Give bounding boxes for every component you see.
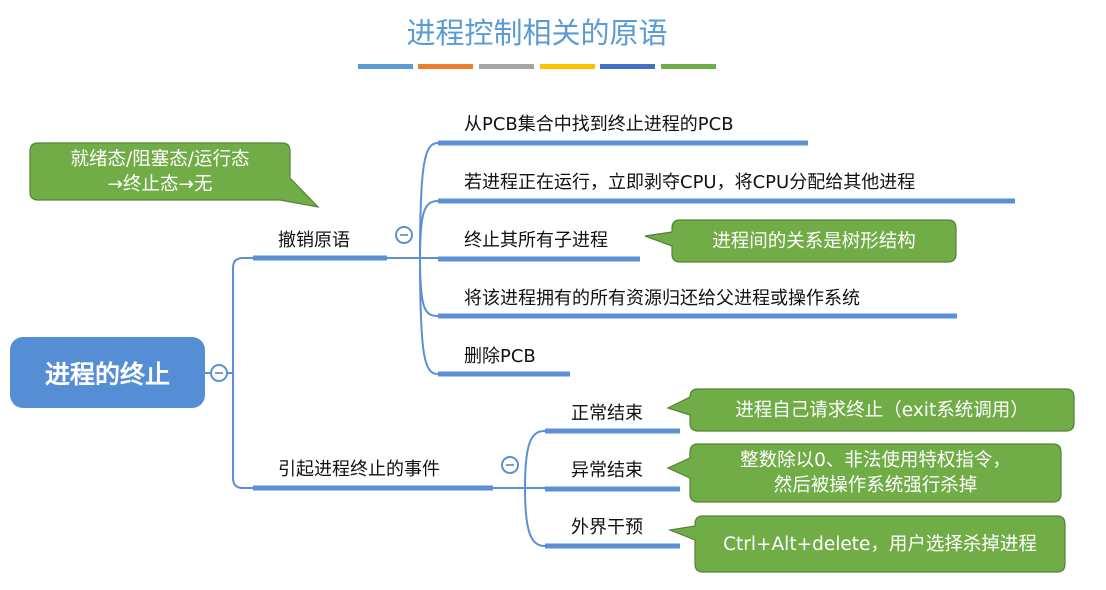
- trunk-top: [232, 257, 253, 373]
- callout-child-tree: 进程间的关系是树形结构: [672, 220, 956, 262]
- callout-state-transition: 就绪态/阻塞态/运行态 →终止态→无: [30, 143, 290, 200]
- callout-abnormal-line1: 整数除以0、非法使用特权指令，: [740, 450, 1011, 471]
- event-normal[interactable]: 正常结束: [571, 403, 643, 424]
- root-label: 进程的终止: [44, 359, 170, 389]
- callout-abnormal-line2: 然后被操作系统强行杀掉: [773, 475, 978, 496]
- revoke-step-4[interactable]: 将该进程拥有的所有资源归还给父进程或操作系统: [464, 288, 860, 309]
- accent-bars: [358, 64, 716, 69]
- accent-bar-green: [661, 64, 716, 69]
- branch-events-label[interactable]: 引起进程终止的事件: [278, 459, 440, 480]
- revoke-step-2[interactable]: 若进程正在运行，立即剥夺CPU，将CPU分配给其他进程: [464, 172, 916, 193]
- callout-external-text: Ctrl+Alt+delete，用户选择杀掉进程: [723, 533, 1037, 555]
- accent-bar-blue: [358, 64, 413, 69]
- collapse-revoke-toggle[interactable]: [395, 226, 413, 244]
- callout-external: Ctrl+Alt+delete，用户选择杀掉进程: [695, 516, 1065, 572]
- event-external[interactable]: 外界干预: [571, 517, 643, 538]
- trunk-bottom: [232, 373, 253, 489]
- accent-bar-gray: [479, 64, 534, 69]
- event-abnormal[interactable]: 异常结束: [571, 460, 643, 481]
- page-title: 进程控制相关的原语: [406, 16, 668, 50]
- callout-normal-text: 进程自己请求终止（exit系统调用）: [735, 399, 1029, 421]
- collapse-events-toggle[interactable]: [501, 456, 519, 474]
- branch-revoke-label[interactable]: 撤销原语: [278, 230, 350, 251]
- callout-normal: 进程自己请求终止（exit系统调用）: [690, 389, 1074, 431]
- callout-abnormal: 整数除以0、非法使用特权指令， 然后被操作系统强行杀掉: [690, 444, 1061, 502]
- underlines: [253, 140, 1015, 549]
- revoke-step-3[interactable]: 终止其所有子进程: [464, 230, 608, 251]
- revoke-step-1[interactable]: 从PCB集合中找到终止进程的PCB: [464, 114, 734, 135]
- collapse-root-toggle[interactable]: [210, 364, 228, 382]
- callout-state-line2: →终止态→无: [107, 173, 213, 195]
- callout-state-line1: 就绪态/阻塞态/运行态: [70, 148, 250, 170]
- accent-bar-darkblue: [600, 64, 655, 69]
- root-node[interactable]: 进程的终止: [10, 337, 205, 408]
- callout-child-text: 进程间的关系是树形结构: [712, 230, 916, 252]
- accent-bar-orange: [418, 64, 473, 69]
- revoke-step-5[interactable]: 删除PCB: [464, 346, 536, 367]
- callout-shapes: [29, 142, 1075, 573]
- accent-bar-yellow: [540, 64, 595, 69]
